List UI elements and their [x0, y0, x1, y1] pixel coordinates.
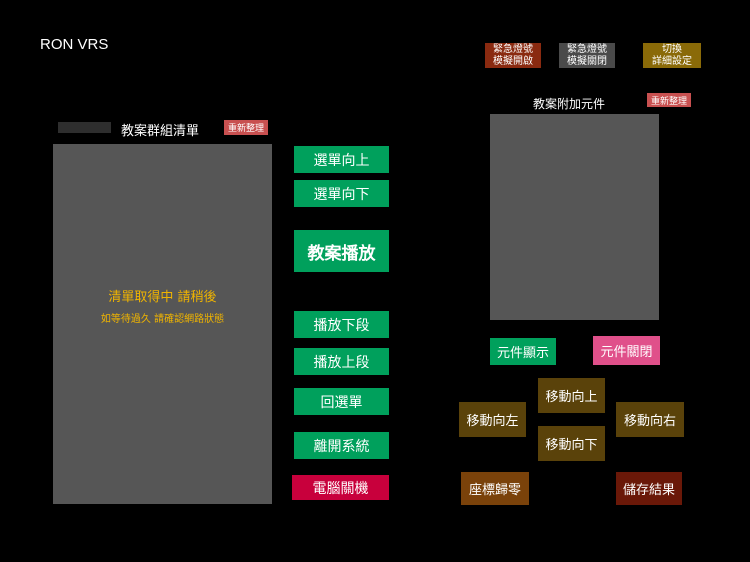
- reset-coords-button[interactable]: 座標歸零: [461, 472, 529, 505]
- move-right-button[interactable]: 移動向右: [616, 402, 684, 437]
- components-title: 教案附加元件: [533, 97, 606, 111]
- menu-up-button[interactable]: 選單向上: [294, 146, 389, 173]
- group-list-panel[interactable]: 清單取得中 請稍後 如等待過久 請確認網路狀態: [53, 144, 272, 504]
- app-title: RON VRS: [40, 36, 109, 53]
- list-title: 教案群組清單: [121, 124, 200, 139]
- menu-down-button[interactable]: 選單向下: [294, 180, 389, 207]
- back-menu-button[interactable]: 回選單: [294, 388, 389, 415]
- close-component-button[interactable]: 元件關閉: [593, 336, 660, 365]
- move-up-button[interactable]: 移動向上: [538, 378, 605, 413]
- save-result-button[interactable]: 儲存結果: [616, 472, 682, 505]
- move-down-button[interactable]: 移動向下: [538, 426, 605, 461]
- components-panel[interactable]: [490, 114, 659, 320]
- components-reset-button[interactable]: 重新整理: [647, 93, 691, 107]
- shutdown-button[interactable]: 電腦關機: [292, 475, 389, 500]
- prev-segment-button[interactable]: 播放上段: [294, 348, 389, 375]
- play-button[interactable]: 教案播放: [294, 230, 389, 272]
- emergency-open-button[interactable]: 緊急燈號 模擬開啟: [485, 43, 541, 68]
- show-component-button[interactable]: 元件顯示: [490, 338, 556, 365]
- loading-hint: 如等待過久 請確認網路狀態: [100, 314, 225, 325]
- toggle-settings-button[interactable]: 切換 詳細設定: [643, 43, 701, 68]
- group-indicator: [58, 122, 111, 133]
- loading-message: 清單取得中 請稍後: [108, 290, 217, 305]
- exit-system-button[interactable]: 離開系統: [294, 432, 389, 459]
- emergency-close-button[interactable]: 緊急燈號 模擬關閉: [559, 43, 615, 68]
- list-reset-button[interactable]: 重新整理: [224, 120, 268, 135]
- move-left-button[interactable]: 移動向左: [459, 402, 526, 437]
- next-segment-button[interactable]: 播放下段: [294, 311, 389, 338]
